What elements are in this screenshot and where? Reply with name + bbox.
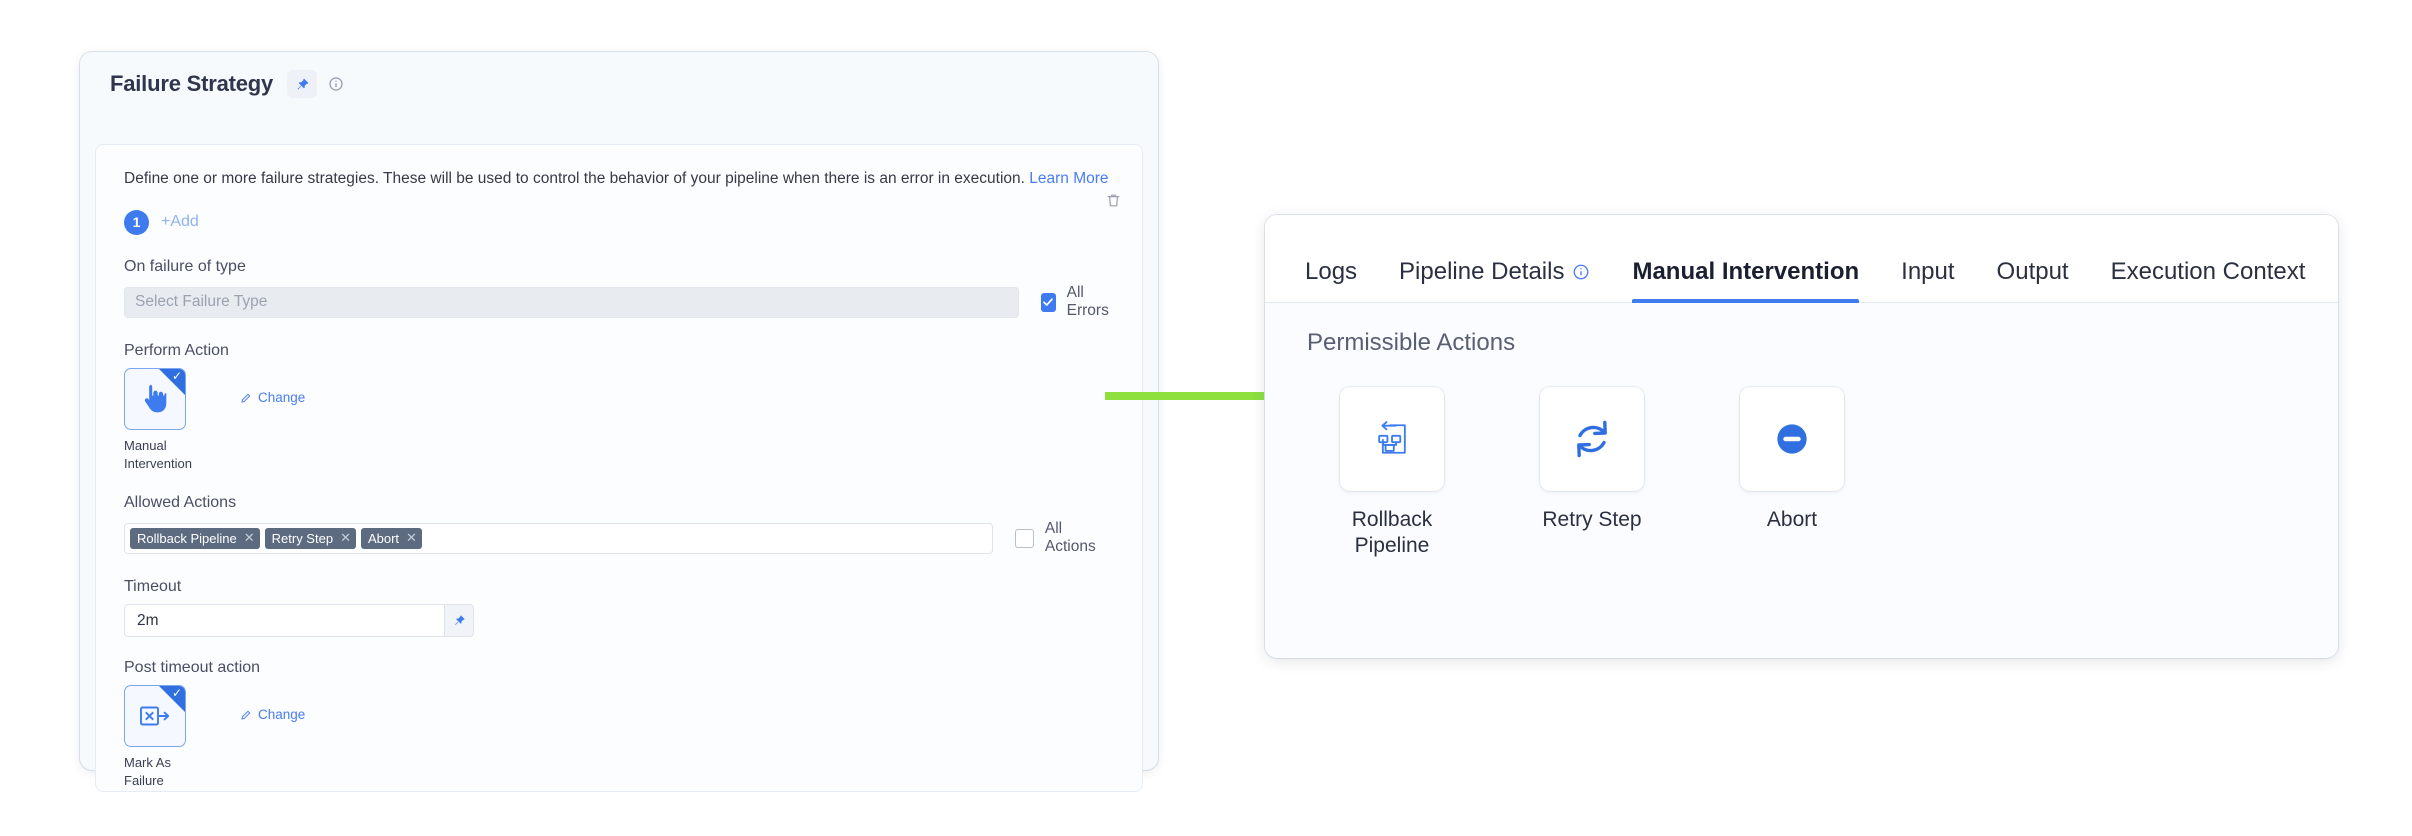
all-errors-checkbox-wrap[interactable]: All Errors (1041, 284, 1114, 320)
failure-type-placeholder: Select Failure Type (135, 293, 268, 311)
rollback-pipeline-icon (1378, 421, 1406, 454)
chip-rollback-pipeline[interactable]: Rollback Pipeline ✕ (130, 527, 260, 549)
pencil-icon (240, 392, 252, 404)
failure-strategy-header: Failure Strategy (80, 52, 1158, 98)
perform-action-row: ✓ Manual Intervention Change (124, 368, 1114, 472)
permissible-action-label: Abort (1766, 508, 1818, 531)
change-label: Change (258, 707, 306, 723)
all-errors-checkbox[interactable] (1041, 292, 1056, 312)
description-text: Define one or more failure strategies. T… (124, 167, 1114, 190)
hand-pointer-icon (144, 384, 167, 413)
tab-input[interactable]: Input (1901, 258, 1954, 302)
all-actions-checkbox-wrap[interactable]: All Actions (1015, 520, 1114, 556)
perform-action-label: Perform Action (124, 342, 229, 360)
tab-label: Input (1901, 258, 1955, 285)
mark-as-failure-tile[interactable]: ✓ (124, 685, 186, 748)
all-actions-checkbox[interactable] (1015, 528, 1034, 548)
pin-icon (454, 615, 465, 626)
on-failure-label: On failure of type (124, 258, 246, 276)
permissible-actions-title: Permissible Actions (1307, 329, 1516, 356)
failure-strategy-card: Failure Strategy Define one or more fail… (80, 52, 1158, 792)
execution-detail-panel: Logs Pipeline Details Manual Interventio… (1265, 215, 2338, 658)
add-strategy-button[interactable]: +Add (161, 213, 199, 231)
rollback-pipeline-tile[interactable] (1340, 387, 1444, 491)
check-icon: ✓ (171, 369, 182, 384)
permissible-actions-grid: Rollback Pipeline Retry Step (1307, 387, 2298, 560)
failure-strategy-inner-panel: Define one or more failure strategies. T… (95, 144, 1143, 792)
retry-step-tile[interactable] (1540, 387, 1644, 491)
tab-pipeline-details[interactable]: Pipeline Details (1399, 258, 1590, 302)
change-perform-action-button[interactable]: Change (240, 390, 305, 405)
chip-label: Rollback Pipeline (137, 530, 237, 546)
on-failure-row: Select Failure Type All Errors (124, 284, 1114, 320)
mark-as-failure-icon (140, 706, 170, 726)
timeout-label: Timeout (124, 578, 182, 596)
change-label: Change (258, 390, 306, 406)
info-circle-icon[interactable] (1572, 263, 1590, 281)
tile-selected-corner (159, 369, 185, 396)
chip-abort[interactable]: Abort ✕ (360, 527, 422, 549)
strategy-add-row: 1 +Add (124, 208, 1114, 236)
post-timeout-label: Post timeout action (124, 659, 261, 677)
allowed-actions-input[interactable]: Rollback Pipeline ✕ Retry Step ✕ Abort ✕ (124, 522, 994, 554)
description-sentence: Define one or more failure strategies. T… (124, 170, 1025, 187)
mark-as-failure-caption: Mark As Failure (124, 755, 171, 788)
tab-execution-context[interactable]: Execution Context (2111, 258, 2306, 302)
chip-label: Retry Step (271, 530, 334, 546)
chip-remove-icon[interactable]: ✕ (340, 530, 351, 546)
permissible-action-rollback-pipeline[interactable]: Rollback Pipeline (1340, 387, 1444, 560)
tile-selected-corner (159, 686, 185, 713)
permissible-action-label: Retry Step (1542, 508, 1642, 531)
tab-label: Execution Context (2110, 258, 2306, 285)
chip-remove-icon[interactable]: ✕ (406, 530, 417, 546)
tab-logs[interactable]: Logs (1305, 258, 1357, 302)
manual-intervention-body: Permissible Actions (1265, 303, 2338, 560)
chip-retry-step[interactable]: Retry Step ✕ (264, 527, 356, 549)
learn-more-link[interactable]: Learn More (1029, 170, 1109, 187)
tab-label: Pipeline Details (1399, 258, 1565, 285)
timeout-input[interactable]: 2m (124, 604, 444, 638)
manual-intervention-caption: Manual Intervention (124, 438, 192, 471)
timeout-row: 2m (124, 604, 474, 638)
chip-label: Abort (367, 530, 400, 546)
abort-tile[interactable] (1740, 387, 1844, 491)
tab-manual-intervention[interactable]: Manual Intervention (1632, 258, 1860, 303)
failure-type-select[interactable]: Select Failure Type (124, 286, 1019, 318)
chip-remove-icon[interactable]: ✕ (243, 530, 255, 546)
permissible-action-retry-step[interactable]: Retry Step (1540, 387, 1644, 560)
strategy-index-badge[interactable]: 1 (124, 209, 149, 235)
delete-strategy-button[interactable] (1105, 192, 1122, 214)
tab-label: Manual Intervention (1632, 258, 1860, 285)
tab-bar: Logs Pipeline Details Manual Interventio… (1265, 215, 2338, 303)
tab-label: Logs (1305, 258, 1358, 285)
permissible-action-label: Rollback Pipeline (1351, 508, 1433, 558)
all-actions-label: All Actions (1044, 520, 1096, 556)
permissible-action-abort[interactable]: Abort (1740, 387, 1844, 560)
abort-minus-circle-icon (1777, 424, 1807, 454)
manual-intervention-tile[interactable]: ✓ (124, 368, 186, 431)
page-title: Failure Strategy (110, 71, 274, 96)
all-errors-label: All Errors (1066, 284, 1109, 320)
tab-output[interactable]: Output (1997, 258, 2069, 302)
pin-icon[interactable] (287, 70, 318, 98)
allowed-actions-row: Rollback Pipeline ✕ Retry Step ✕ Abort ✕ (124, 520, 1114, 556)
check-icon: ✓ (171, 686, 182, 701)
timeout-value: 2m (137, 611, 159, 629)
timeout-pin-button[interactable] (444, 604, 474, 638)
pencil-icon (240, 709, 252, 721)
change-post-timeout-button[interactable]: Change (240, 707, 305, 722)
retry-refresh-icon (1577, 420, 1607, 458)
info-circle-icon[interactable] (328, 76, 344, 92)
post-timeout-row: ✓ Mark As Failure (124, 685, 1114, 789)
allowed-actions-label: Allowed Actions (124, 494, 237, 512)
tab-label: Output (1996, 258, 2069, 285)
